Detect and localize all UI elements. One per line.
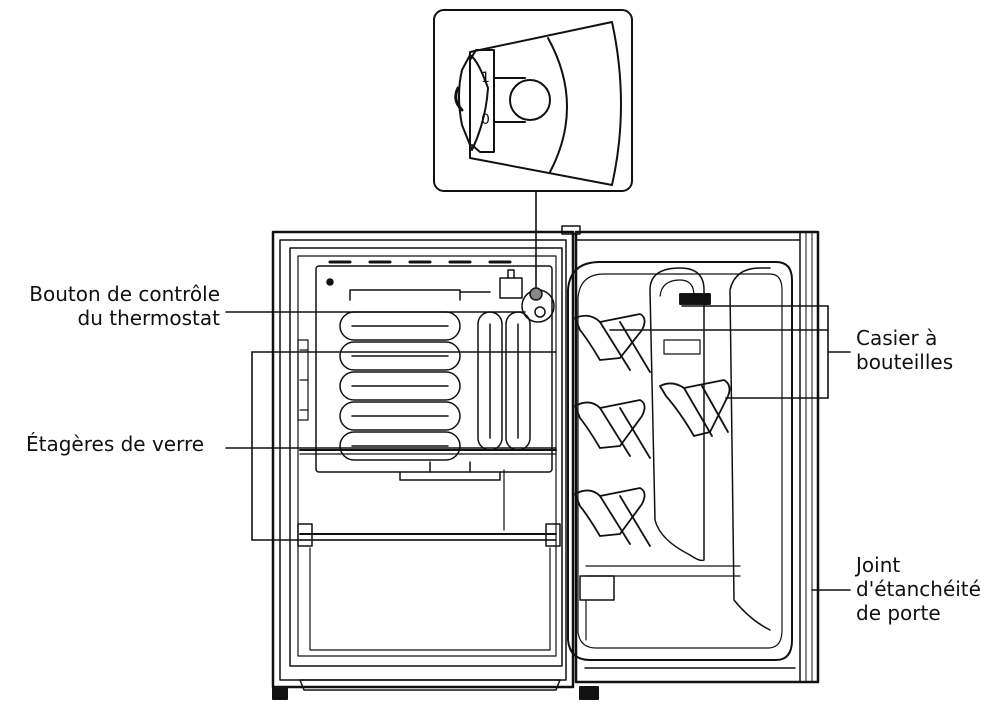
thermostat-inset — [433, 9, 633, 299]
cabinet — [271, 230, 599, 700]
door-gasket-label-line2: d'étanchéité — [856, 577, 981, 601]
thermostat-label-line1: Bouton de contrôle — [29, 282, 220, 306]
door-gasket-label-line1: Joint — [856, 553, 901, 577]
shelves-label-text: Étagères de verre — [26, 432, 205, 456]
inset-mark-1: 1 — [481, 70, 490, 86]
thermostat-label-line2: du thermostat — [77, 306, 221, 330]
door-gasket-label: Joint d'étanchéité de porte — [856, 553, 991, 625]
inset-mark-0: 0 — [481, 112, 490, 128]
door — [561, 225, 820, 684]
thermostat-label: Bouton de contrôle du thermostat — [10, 282, 220, 330]
bottle-rack-label: Casier à bouteilles — [856, 326, 986, 374]
bottle-rack-label-line1: Casier à — [856, 326, 938, 350]
shelves-label: Étagères de verre — [26, 432, 226, 456]
thermostat-knob — [499, 269, 555, 323]
door-gasket-label-line3: de porte — [856, 601, 941, 625]
bottle-rack-label-line2: bouteilles — [856, 350, 954, 374]
leader-lines — [225, 305, 851, 591]
